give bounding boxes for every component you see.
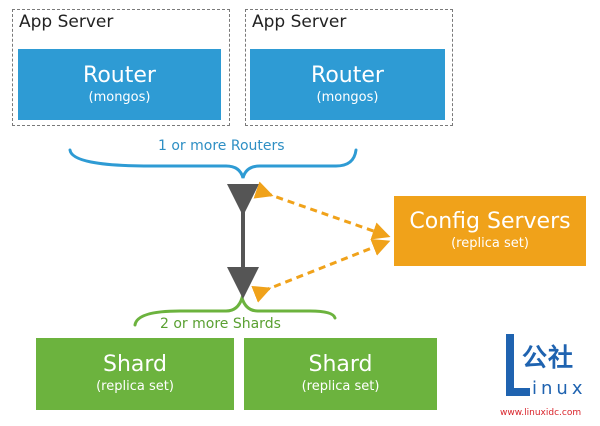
logo-word: inux: [532, 378, 587, 399]
config-servers-title: Config Servers: [409, 209, 571, 235]
logo-chars: 公社: [522, 343, 575, 372]
config-arrow-lower: [251, 238, 391, 303]
app-server-1-label: App Server: [19, 12, 114, 32]
shard-box-1: Shard (replica set): [36, 338, 234, 410]
router-box-2: Router (mongos): [250, 49, 445, 120]
router-2-title: Router: [311, 62, 384, 88]
watermark-logo: 公社 inux www.linuxidc.com: [500, 330, 600, 426]
router-1-title: Router: [83, 62, 156, 88]
app-server-1: App Server: [12, 9, 230, 126]
routers-caption: 1 or more Routers: [158, 138, 285, 154]
shard-2-subtitle: (replica set): [301, 379, 380, 395]
app-server-2: App Server: [245, 9, 453, 126]
shard-1-title: Shard: [102, 352, 167, 378]
config-arrow-upper: [253, 181, 391, 240]
logo-l-icon: [506, 334, 530, 396]
router-box-1: Router (mongos): [18, 49, 221, 120]
config-servers-subtitle: (replica set): [451, 236, 529, 252]
shard-1-subtitle: (replica set): [96, 379, 174, 395]
shard-2-title: Shard: [308, 352, 373, 378]
router-1-subtitle: (mongos): [88, 89, 151, 105]
router-2-subtitle: (mongos): [316, 89, 379, 105]
logo-url: www.linuxidc.com: [500, 408, 582, 418]
shards-caption: 2 or more Shards: [160, 316, 281, 332]
routers-brace: [68, 148, 358, 179]
shard-box-2: Shard (replica set): [244, 338, 437, 410]
config-servers-box: Config Servers (replica set): [394, 196, 586, 266]
app-server-2-label: App Server: [252, 12, 347, 32]
